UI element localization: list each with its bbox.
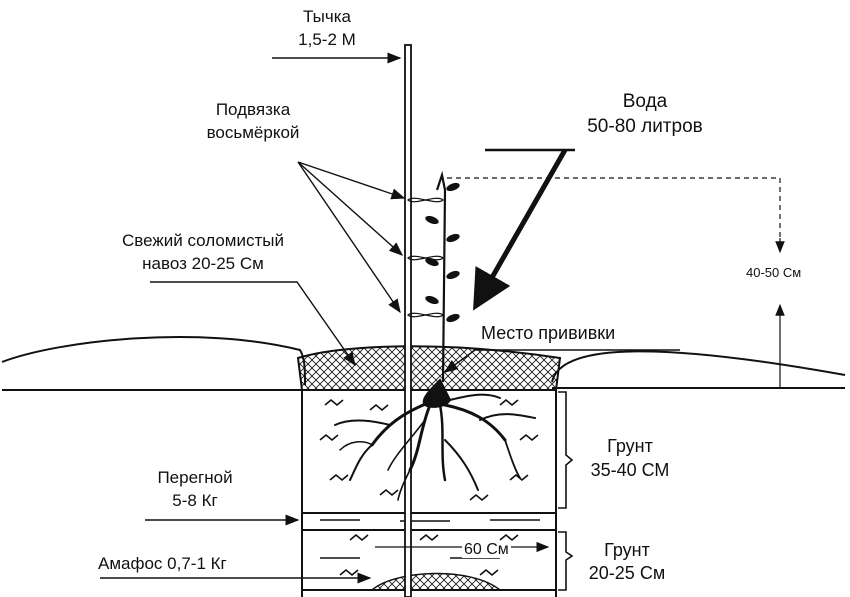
manure-label-line2: навоз 20-25 См: [142, 254, 264, 273]
tie-label: Подвязка восьмёркой: [178, 101, 328, 141]
graft-label: Место прививки: [481, 323, 616, 343]
ammophos-label: Амафос 0,7-1 Кг: [98, 554, 227, 573]
water-label: Вода 50-80 литров: [560, 92, 730, 136]
water-label-title: Вода: [622, 91, 668, 112]
figure-eight-ties: [407, 197, 444, 318]
water-label-volume: 50-80 литров: [587, 116, 703, 137]
seedling-stem: [435, 170, 447, 383]
stake-label: Тычка 1,5-2 М: [287, 8, 367, 48]
height-dimension: [447, 177, 785, 388]
manure-label: Свежий соломистый навоз 20-25 См: [78, 232, 328, 272]
soil-bottom-label-title: Грунт: [604, 540, 650, 560]
height-label: 40-50 См: [746, 265, 802, 280]
stake: [404, 44, 412, 597]
tie-label-line1: Подвязка: [215, 100, 291, 119]
pointer-arrows: [100, 52, 680, 584]
soil-braces: [558, 391, 574, 591]
ammophos-layer: [369, 572, 503, 591]
width-label: 60 См: [462, 541, 511, 558]
humus-label: Перегной 5-8 Кг: [140, 469, 250, 509]
stake-label-size: 1,5-2 М: [298, 30, 356, 49]
manure-label-line1: Свежий соломистый: [122, 231, 284, 250]
humus-label-title: Перегной: [157, 468, 233, 487]
tie-label-line2: восьмёркой: [206, 123, 300, 142]
soil-bottom-label-depth: 20-25 См: [588, 563, 666, 583]
root-system: [334, 378, 536, 501]
planting-pit: [301, 390, 557, 597]
seedling-leaves: [425, 182, 460, 323]
manure-layer: [296, 345, 562, 391]
soil-bottom-label: Грунт 20-25 См: [572, 541, 682, 582]
soil-top-label-depth: 35-40 СМ: [590, 460, 670, 480]
soil-top-label: Грунт 35-40 СМ: [575, 437, 685, 479]
soil-top-label-title: Грунт: [607, 436, 653, 456]
stake-label-title: Тычка: [303, 7, 351, 26]
humus-label-amount: 5-8 Кг: [172, 491, 218, 510]
